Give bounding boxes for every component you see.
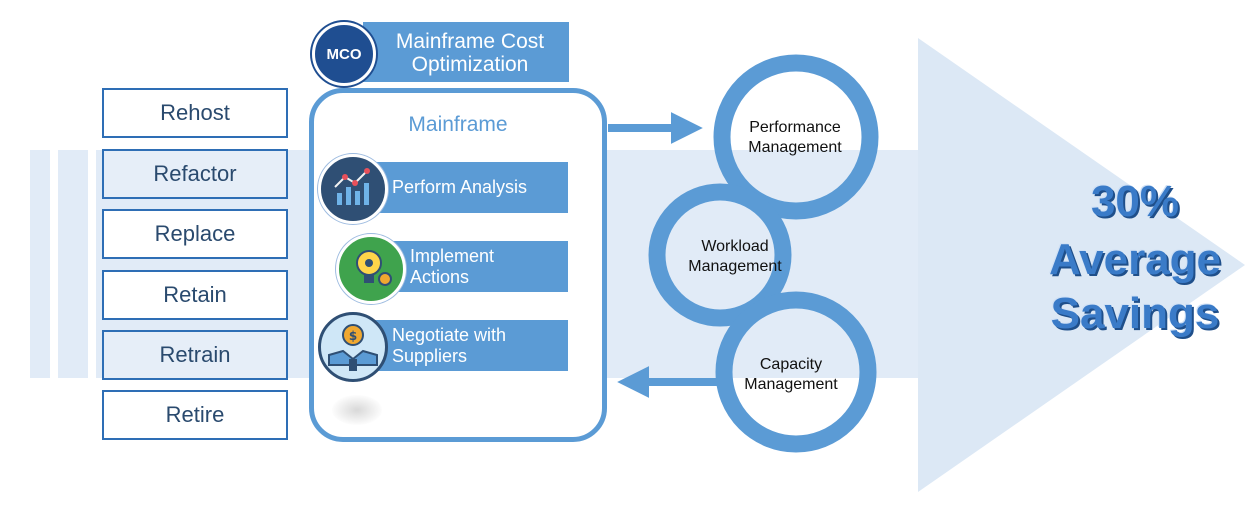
cycle-label-line: Capacity xyxy=(759,356,823,373)
step-label: Implement xyxy=(410,245,495,266)
chart-analysis-icon xyxy=(318,154,388,224)
savings-word: Savings xyxy=(1050,289,1220,338)
cycle-ring-capacity xyxy=(715,291,877,453)
strategy-retire: Retire xyxy=(102,390,288,440)
step-label: Actions xyxy=(410,266,470,287)
strategy-retain: Retain xyxy=(102,270,288,320)
cycle-ring-workload xyxy=(648,183,792,327)
strategy-rehost: Rehost xyxy=(102,88,288,138)
mco-title-line1: Mainframe Cost xyxy=(395,30,545,53)
flow-band xyxy=(30,150,50,378)
cycle-ring-performance xyxy=(713,54,879,220)
step-label: Perform Analysis xyxy=(392,177,528,197)
svg-text:$: $ xyxy=(349,329,357,343)
step-negotiate-suppliers: Negotiate with Suppliers xyxy=(370,320,568,371)
savings-arrow xyxy=(918,38,1245,492)
flow-band xyxy=(58,150,88,378)
strategy-retrain: Retrain xyxy=(102,330,288,380)
mco-title-banner xyxy=(363,22,569,82)
step-perform-analysis: Perform Analysis xyxy=(370,162,568,213)
cycle-label-line: Workload xyxy=(701,238,769,255)
step-label: Negotiate with xyxy=(392,324,507,345)
strategy-replace: Replace xyxy=(102,209,288,259)
savings-average: Average xyxy=(1048,235,1222,284)
cycle-label-line: Management xyxy=(744,376,838,393)
cycle-label-line: Management xyxy=(748,139,842,156)
mainframe-title: Mainframe xyxy=(408,113,508,136)
mco-badge-label: MCO xyxy=(326,45,362,63)
cycle-label-line: Performance xyxy=(749,119,841,136)
mco-title-line2: Optimization xyxy=(411,53,529,76)
cycle-label-performance: Performance Management xyxy=(722,118,868,158)
savings-percent: 30% xyxy=(1090,177,1180,226)
handshake-dollar-icon: $ xyxy=(318,312,388,382)
cycle-label-capacity: Capacity Management xyxy=(718,355,864,395)
cycle-label-line: Management xyxy=(688,258,782,275)
step-label: Suppliers xyxy=(392,345,468,366)
lightbulb-gear-icon xyxy=(336,234,406,304)
mainframe-shadow xyxy=(332,395,382,425)
cycle-label-workload: Workload Management xyxy=(662,237,808,277)
savings-headline: 30% Average Savings xyxy=(1030,178,1240,338)
mco-badge: MCO xyxy=(312,22,376,86)
strategy-refactor: Refactor xyxy=(102,149,288,199)
mco-title: Mainframe Cost Optimization xyxy=(372,30,568,76)
